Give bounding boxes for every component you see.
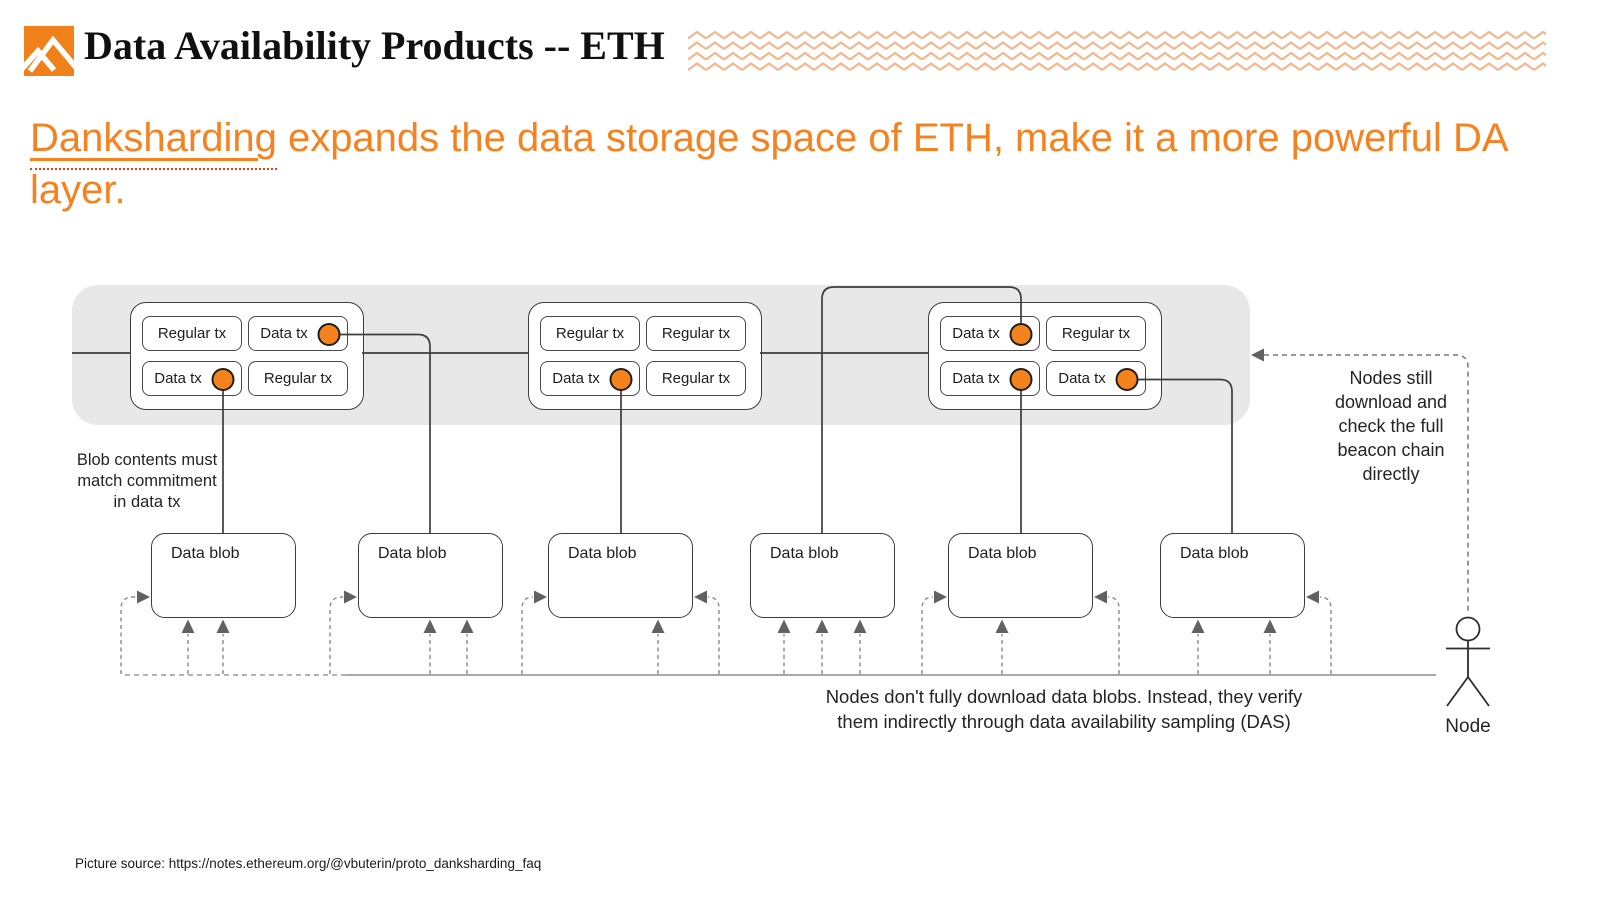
tx-box-data: Data tx (248, 316, 348, 351)
tx-box-data: Data tx (940, 316, 1040, 351)
picture-source: Picture source: https://notes.ethereum.o… (75, 856, 542, 871)
subtitle-highlight: Danksharding (30, 116, 277, 160)
tx-box-regular: Regular tx (540, 316, 640, 351)
slide-subtitle: Danksharding expands the data storage sp… (30, 112, 1560, 216)
page-title: Data Availability Products -- ETH (84, 23, 665, 68)
data-blob-6: Data blob (1160, 533, 1305, 618)
node-check-arrowhead (1251, 348, 1264, 362)
beacon-block-3: Data tx Regular tx Data tx Data tx (928, 302, 1162, 410)
beacon-download-note: Nodes still download and check the full … (1334, 368, 1448, 484)
tx-box-regular: Regular tx (248, 361, 348, 396)
data-blob-5: Data blob (948, 533, 1093, 618)
tx-box-regular: Regular tx (1046, 316, 1146, 351)
das-sampling-paths (120, 596, 1332, 674)
tx-box-regular: Regular tx (646, 316, 746, 351)
mountain-logo-icon (24, 26, 74, 76)
logo-small-peak (24, 46, 57, 72)
logo-large-peak (27, 35, 74, 73)
beacon-block-2: Regular tx Regular tx Data tx Regular tx (528, 302, 762, 410)
node-stick-figure (1446, 616, 1490, 707)
tx-box-data: Data tx (540, 361, 640, 396)
herringbone-pattern (688, 30, 1546, 72)
data-blob-3: Data blob (548, 533, 693, 618)
das-arrowheads (137, 590, 1319, 633)
node-label: Node (1445, 716, 1491, 737)
tx-box-regular: Regular tx (142, 316, 242, 351)
subtitle-rest: expands the data storage space of ETH, m… (30, 116, 1507, 212)
das-sampling-note: Nodes don't fully download data blobs. I… (825, 686, 1303, 732)
tx-box-data: Data tx (940, 361, 1040, 396)
blob-commitment-note: Blob contents must match commitment in d… (76, 451, 218, 511)
stick-figure-head (1455, 616, 1481, 642)
data-blob-2: Data blob (358, 533, 503, 618)
data-blob-4: Data blob (750, 533, 895, 618)
tx-box-data: Data tx (1046, 361, 1146, 396)
tx-box-regular: Regular tx (646, 361, 746, 396)
stick-figure-legs (1446, 676, 1490, 707)
tx-box-data: Data tx (142, 361, 242, 396)
beacon-block-1: Regular tx Data tx Data tx Regular tx (130, 302, 364, 410)
data-blob-1: Data blob (151, 533, 296, 618)
